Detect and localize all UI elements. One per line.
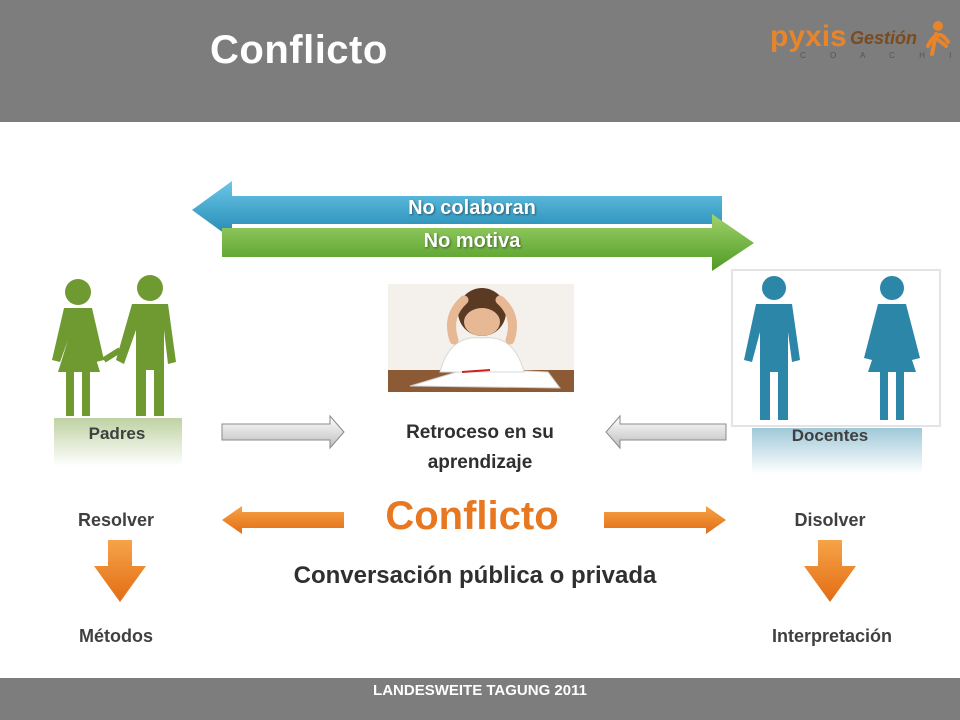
resolver-label: Resolver	[77, 510, 155, 530]
page-title: Conflicto	[210, 28, 388, 72]
effect-line-1: Retroceso en su	[406, 422, 554, 443]
disolver-to-interpretacion-arrow	[804, 540, 856, 602]
effect-line-2: aprendizaje	[427, 452, 533, 473]
resolver-to-metodos-arrow	[94, 540, 146, 602]
footer-bar	[0, 678, 960, 720]
no-colaboran-label: No colaboran	[408, 197, 536, 219]
logo-main-text: pyxis	[770, 20, 847, 53]
docentes-reflection	[752, 428, 922, 474]
conflict-heading: Conflicto	[385, 494, 559, 538]
no-motiva-arrow	[222, 214, 754, 271]
conflict-to-resolver-arrow	[222, 506, 344, 534]
pyxis-logo: pyxis Gestión C O A C H I N G	[770, 20, 952, 60]
header-bar	[0, 0, 960, 122]
logo-tagline: C O A C H I N G	[800, 51, 952, 60]
padres-label: Padres	[88, 424, 146, 443]
conversation-label: Conversación pública o privada	[293, 562, 657, 589]
no-motiva-label: No motiva	[423, 230, 521, 252]
padres-figures-icon	[52, 275, 176, 416]
metodos-label: Métodos	[79, 626, 153, 646]
conflict-to-disolver-arrow	[604, 506, 726, 534]
stressed-child-image	[388, 284, 574, 392]
docentes-to-center-arrow	[605, 414, 727, 450]
no-colaboran-arrow	[192, 181, 722, 239]
padres-to-center-arrow	[221, 414, 345, 450]
logo-sub-text: Gestión	[850, 28, 917, 48]
logo-figure-icon	[926, 21, 950, 56]
padres-reflection	[54, 418, 182, 466]
docentes-figures-icon	[731, 269, 941, 427]
interpretacion-label: Interpretación	[771, 626, 893, 646]
footer-text: LANDESWEITE TAGUNG 2011	[373, 682, 587, 699]
docentes-label: Docentes	[791, 426, 869, 445]
disolver-label: Disolver	[794, 510, 866, 530]
